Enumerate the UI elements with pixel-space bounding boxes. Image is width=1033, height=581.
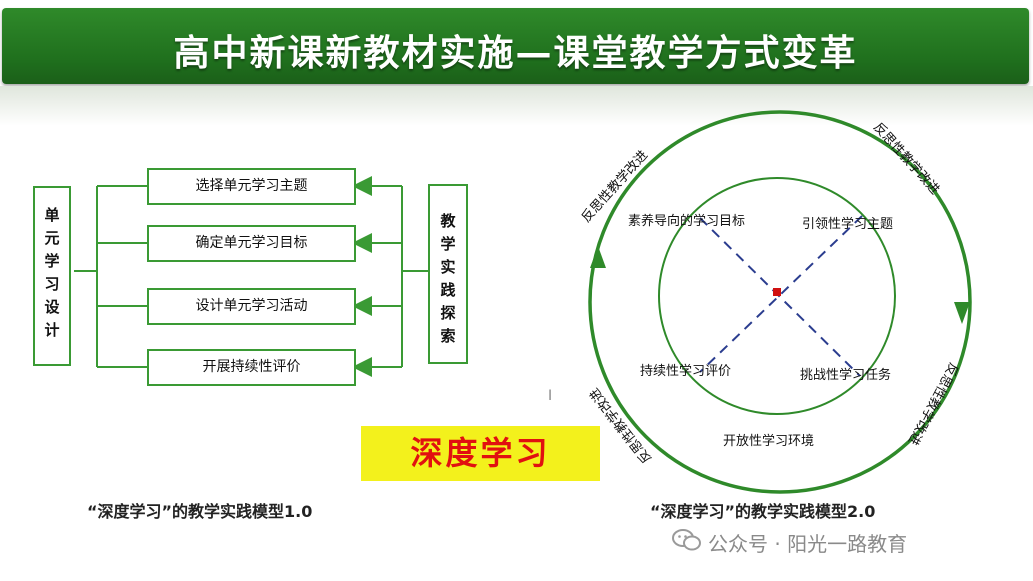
step-box: 选择单元学习主题 <box>147 168 356 205</box>
dashed-diagonal <box>699 217 861 377</box>
teaching-practice-char: 实 <box>440 258 456 276</box>
model2-caption: “深度学习”的教学实践模型2.0 <box>650 502 876 521</box>
wechat-icon <box>672 529 701 551</box>
text-cursor: I <box>548 388 553 404</box>
unit-design-char: 计 <box>44 321 60 339</box>
teaching-practice-char: 索 <box>440 327 456 345</box>
teaching-practice-char: 践 <box>440 281 456 299</box>
teaching-practice-char: 教 <box>440 212 456 230</box>
deep-learning-label: 深度学习 <box>361 426 600 481</box>
title-bar: 高中新课新教材实施—课堂教学方式变革 <box>2 8 1029 84</box>
unit-design-box: 单 元 学 习 设 计 <box>33 186 71 366</box>
inner-circle <box>658 177 896 415</box>
slide-title: 高中新课新教材实施—课堂教学方式变革 <box>173 33 858 74</box>
teaching-practice-box: 教 学 实 践 探 索 <box>428 184 468 364</box>
model1-caption: “深度学习”的教学实践模型1.0 <box>87 502 313 521</box>
environment-label: 开放性学习环境 <box>723 434 815 449</box>
cycle-arrow-right <box>954 302 970 324</box>
center-point <box>773 288 781 296</box>
unit-design-char: 设 <box>44 298 60 316</box>
unit-design-char: 学 <box>44 252 60 270</box>
task-label: 挑战性学习任务 <box>800 368 892 383</box>
goal-label: 素养导向的学习目标 <box>628 214 746 229</box>
assessment-label: 持续性学习评价 <box>640 364 732 379</box>
step-box: 设计单元学习活动 <box>147 288 356 325</box>
teaching-practice-char: 探 <box>440 304 456 322</box>
unit-design-char: 单 <box>44 206 60 224</box>
header-fade <box>0 86 1033 126</box>
dashed-diagonal <box>699 215 863 373</box>
theme-label: 引领性学习主题 <box>802 217 894 232</box>
step-box: 开展持续性评价 <box>147 349 356 386</box>
unit-design-char: 元 <box>44 229 60 247</box>
watermark-text: 公众号 · 阳光一路教育 <box>708 532 908 556</box>
step-box: 确定单元学习目标 <box>147 225 356 262</box>
unit-design-char: 习 <box>44 275 60 293</box>
teaching-practice-char: 学 <box>440 235 456 253</box>
cycle-arrow-left <box>590 246 606 268</box>
